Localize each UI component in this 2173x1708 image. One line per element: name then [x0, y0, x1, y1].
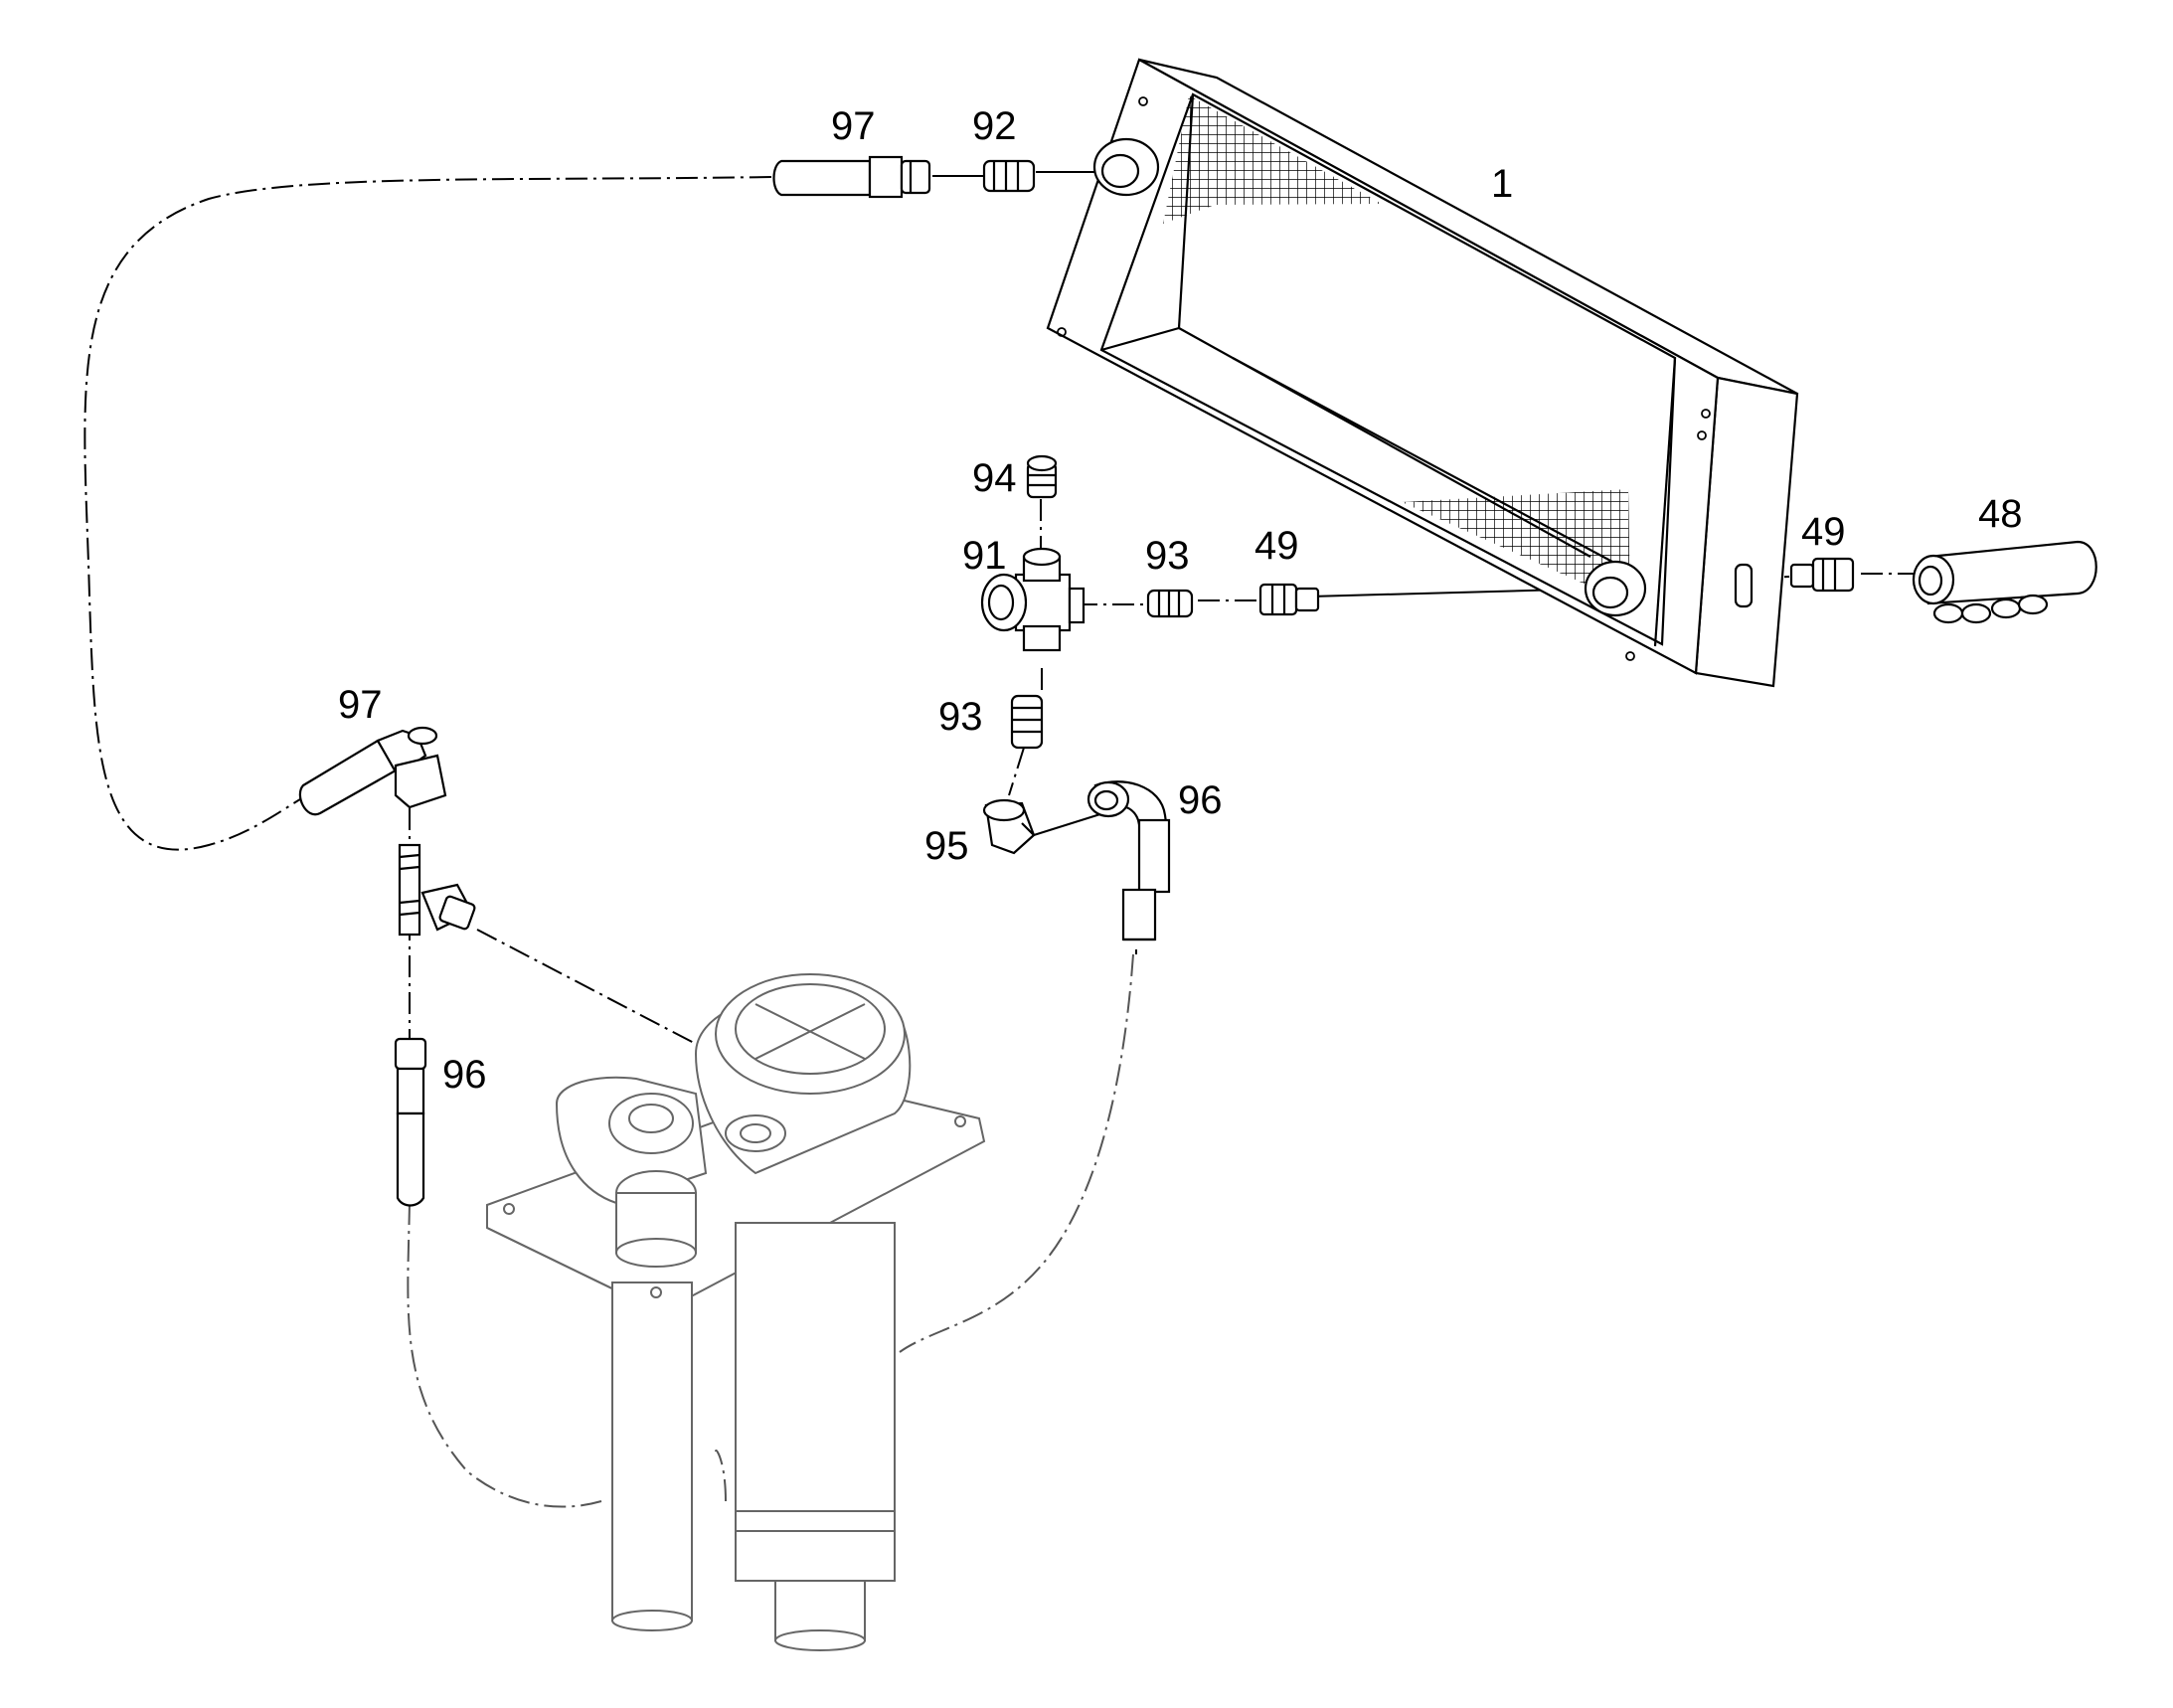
callout-92: 92 — [972, 104, 1017, 148]
callout-96-right: 96 — [1178, 778, 1223, 822]
nipple-part-93-horizontal — [1146, 589, 1194, 618]
cross-fitting-part-91 — [980, 547, 1086, 652]
callout-48: 48 — [1978, 492, 2023, 536]
hose-part-96-left — [394, 1037, 427, 1207]
nipple-part-93-vertical — [1010, 694, 1044, 750]
adapter-part-49-left — [1258, 583, 1320, 616]
nipple-part-92 — [982, 159, 1036, 193]
callout-97-top: 97 — [831, 104, 876, 148]
manifold-part-48 — [1912, 540, 2097, 624]
radiator-part-1 — [1046, 58, 1799, 688]
callout-91: 91 — [962, 534, 1007, 578]
callout-49-right: 49 — [1801, 510, 1846, 554]
callout-96-left: 96 — [442, 1053, 487, 1097]
elbow-nut-part-95 — [982, 798, 1036, 855]
hose-part-97-top — [772, 155, 931, 199]
filter-housing-assembly — [486, 973, 986, 1651]
adapter-part-49-right — [1789, 557, 1855, 593]
connection-lines — [84, 176, 1914, 1508]
hose-part-97-elbow — [298, 726, 447, 816]
hose-part-96-right — [1086, 780, 1171, 941]
callout-93-horizontal: 93 — [1145, 534, 1190, 578]
tee-fitting-left — [398, 843, 476, 937]
callout-95: 95 — [924, 824, 969, 868]
callout-1: 1 — [1491, 162, 1513, 206]
callout-94: 94 — [972, 456, 1017, 500]
callout-97-elbow: 97 — [338, 683, 383, 727]
callout-labels: 1 48 49 49 91 92 93 93 94 95 96 96 97 97 — [338, 104, 2023, 1097]
callout-49-left: 49 — [1254, 524, 1299, 568]
plug-part-94 — [1026, 454, 1058, 499]
callout-93-vertical: 93 — [938, 695, 983, 739]
